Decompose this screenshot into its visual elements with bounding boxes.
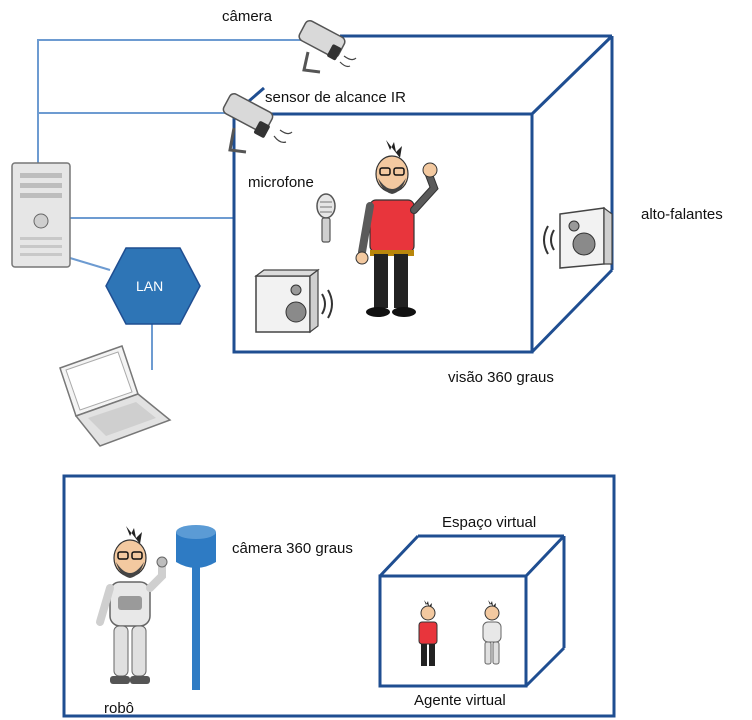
camera-label: câmera (222, 8, 273, 25)
lan-label: LAN (136, 278, 164, 294)
camera-icon (298, 19, 357, 74)
camera-360-label: câmera 360 graus (232, 540, 353, 557)
robot-label: robô (104, 700, 135, 717)
robot-icon (96, 526, 168, 684)
virtual-robot-icon (482, 600, 502, 665)
virtual-space-label: Espaço virtual (442, 514, 537, 531)
laptop-icon (59, 345, 172, 447)
person-icon (355, 140, 439, 317)
camera-360-icon (176, 525, 216, 690)
speaker-icon (254, 268, 333, 334)
virtual-agent-label: Agente virtual (414, 692, 506, 709)
view-360-label: visão 360 graus (448, 369, 554, 386)
speakers-label: alto-falantes (641, 206, 723, 223)
computer-tower-icon (11, 162, 71, 268)
ir-sensor-label: sensor de alcance IR (265, 89, 406, 106)
speaker-icon (543, 206, 613, 269)
lan-hub (105, 247, 201, 325)
microphone-label: microfone (248, 174, 314, 191)
bottom-panel-frame (62, 474, 616, 718)
microphone-icon (316, 193, 336, 243)
network-connection-lines (37, 39, 306, 370)
ir-sensor-icon (222, 93, 293, 154)
virtual-person-icon (418, 600, 438, 666)
virtual-space-box (378, 534, 566, 688)
